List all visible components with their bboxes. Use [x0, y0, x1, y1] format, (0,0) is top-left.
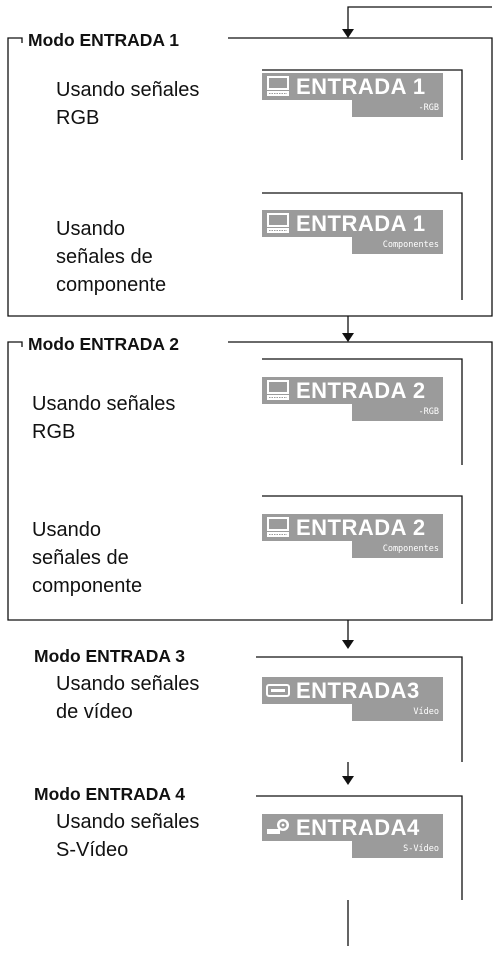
osd-label: ENTRADA 2: [296, 515, 426, 540]
osd-label: ENTRADA3: [296, 678, 420, 703]
arrow-1: [342, 29, 354, 38]
osd-entrada-4-s-video: S-Vídeo ENTRADA4: [262, 814, 443, 858]
mode-2-title: Modo ENTRADA 2: [24, 334, 184, 354]
osd-sub-label: Componentes: [352, 541, 443, 558]
mode-1-box: [7, 37, 493, 317]
mode-4-title: Modo ENTRADA 4: [30, 784, 190, 804]
mode-1-title: Modo ENTRADA 1: [24, 30, 184, 50]
computer-icon: [267, 517, 289, 537]
osd-label: ENTRADA 2: [296, 378, 426, 403]
osd-sub-label: Vídeo: [352, 704, 443, 721]
osd-entrada-1-rgb: -RGB ENTRADA 1: [262, 73, 443, 117]
mode-2-divider-2: [262, 495, 463, 604]
mode-1-divider-1: [262, 69, 463, 160]
osd-sub-label: -RGB: [352, 100, 443, 117]
video-icon: [266, 684, 290, 697]
mode-4-bracket: [256, 795, 463, 900]
mode-1-divider-2: [262, 192, 463, 300]
mode-2-divider-1: [262, 358, 463, 465]
arrow-3: [342, 640, 354, 649]
mode-3-title: Modo ENTRADA 3: [30, 646, 190, 666]
arrow-2: [342, 333, 354, 342]
osd-sub-label: -RGB: [352, 404, 443, 421]
mode-3-bracket: [256, 656, 463, 762]
s-video-icon: [267, 819, 289, 834]
computer-icon: [267, 76, 289, 96]
osd-label: ENTRADA4: [296, 815, 420, 840]
osd-sub-label: S-Vídeo: [352, 841, 443, 858]
osd-label: ENTRADA 1: [296, 211, 426, 236]
computer-icon: [267, 380, 289, 400]
osd-entrada-2-componentes: Componentes ENTRADA 2: [262, 514, 443, 558]
osd-entrada-2-rgb: -RGB ENTRADA 2: [262, 377, 443, 421]
mode-2-box: [7, 341, 493, 621]
osd-sub-label: Componentes: [352, 237, 443, 254]
osd-entrada-1-componentes: Componentes ENTRADA 1: [262, 210, 443, 254]
arrow-4: [342, 776, 354, 785]
computer-icon: [267, 213, 289, 233]
osd-entrada-3-video: Vídeo ENTRADA3: [262, 677, 443, 721]
entry-line: [347, 6, 492, 30]
osd-label: ENTRADA 1: [296, 74, 426, 99]
